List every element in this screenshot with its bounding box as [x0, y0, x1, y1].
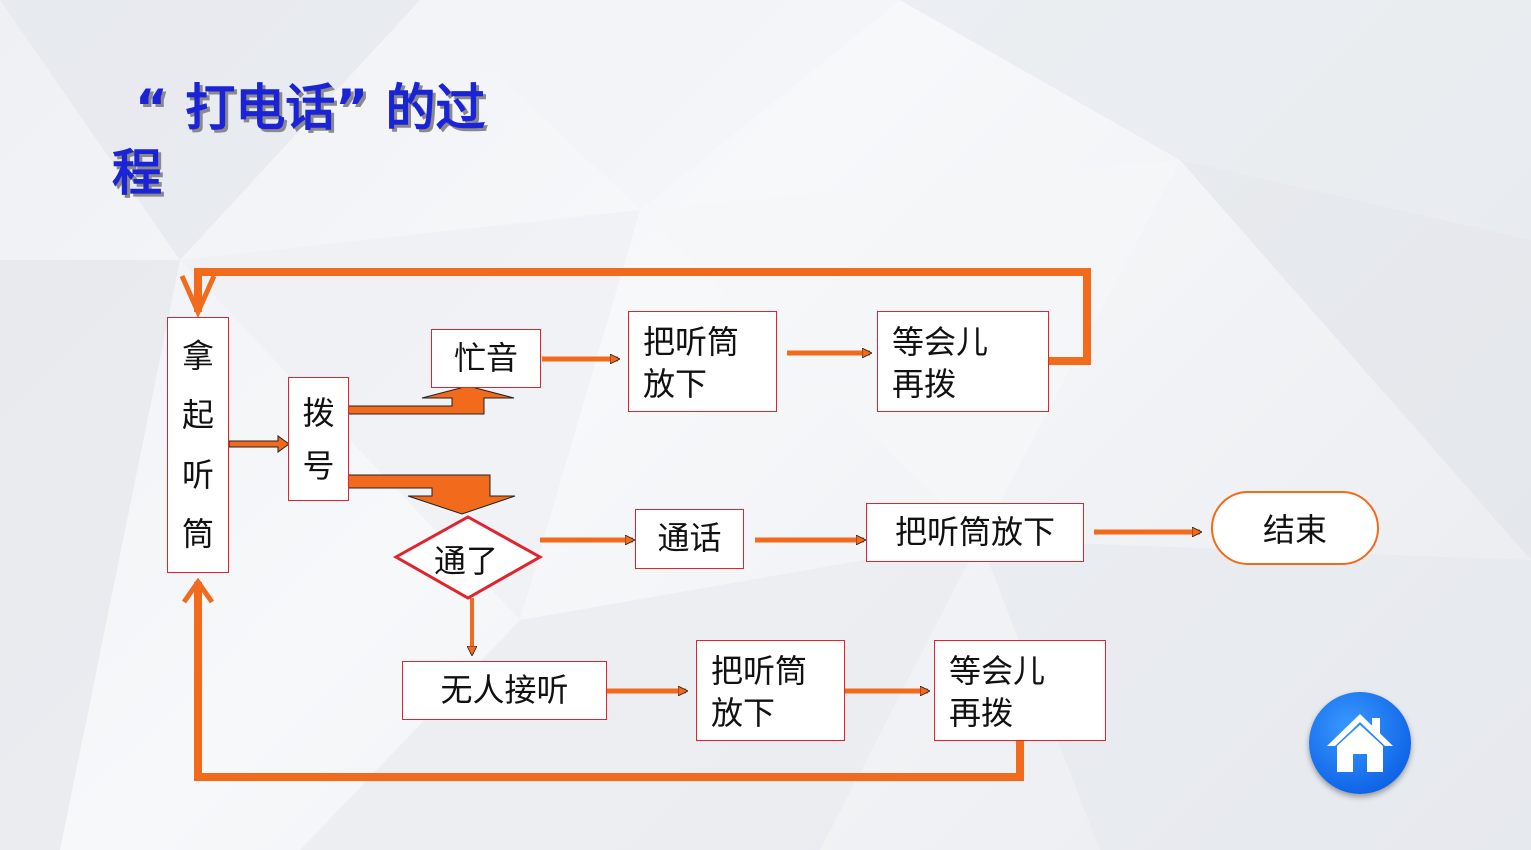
busy-tone-box: 忙音 [431, 329, 541, 388]
home-icon [1327, 714, 1393, 772]
loop-bottom-arrowhead [181, 577, 215, 604]
pick-up-char: 拿 [181, 336, 214, 375]
busy-hang-up-box: 把听筒 放下 [628, 311, 777, 412]
loop-top-connector [194, 268, 1091, 365]
home-button[interactable] [1309, 692, 1411, 794]
pick-up-receiver-box: 拿 起 听 筒 [167, 317, 229, 573]
no-answer-wait-redial-box: 等会儿 再拨 [934, 640, 1106, 741]
pick-up-char: 筒 [181, 515, 214, 554]
talk-hang-up-box: 把听筒放下 [866, 503, 1084, 562]
arrow-pickup-to-dial [228, 435, 290, 453]
no-answer-box: 无人接听 [402, 661, 607, 720]
pick-up-char: 听 [181, 455, 214, 494]
decision-connected-label: 通了 [434, 542, 499, 580]
no-answer-hang-up-box: 把听筒 放下 [696, 640, 845, 741]
loop-top-arrowhead [179, 274, 217, 319]
arrow-dial-to-decision [347, 474, 516, 515]
arrow-dial-to-busy [347, 385, 515, 415]
pick-up-char: 起 [181, 396, 214, 435]
slide-title-line2: 程 [112, 144, 162, 202]
dial-char: 拨 [302, 393, 335, 432]
busy-wait-redial-box: 等会儿 再拨 [877, 311, 1049, 412]
talk-box: 通话 [635, 509, 744, 569]
decision-diamond [392, 515, 544, 600]
end-node: 结束 [1211, 491, 1379, 565]
dial-box: 拨 号 [288, 377, 349, 501]
slide-title-line1: “ 打电话” 的过 [135, 79, 486, 137]
loop-bottom-connector [194, 582, 1024, 781]
dial-char: 号 [302, 446, 335, 485]
